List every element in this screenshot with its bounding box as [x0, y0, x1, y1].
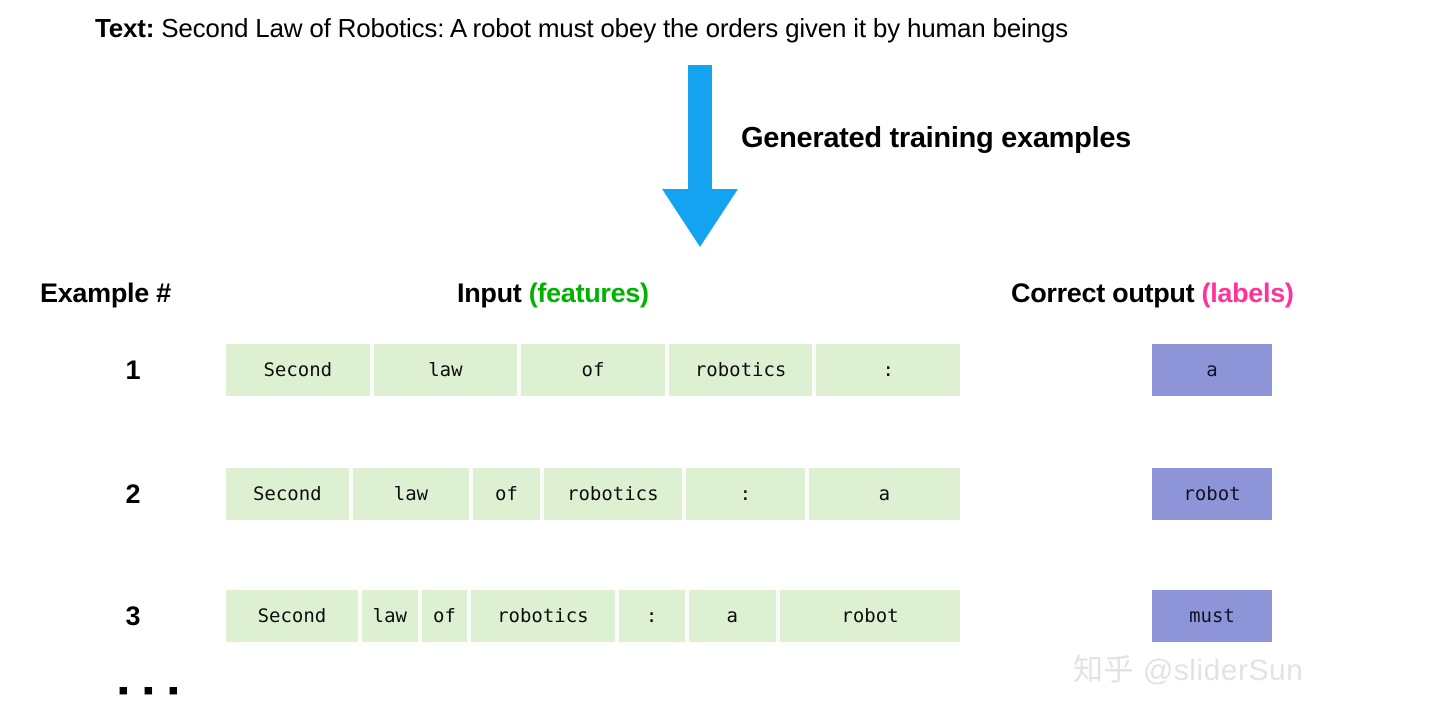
feature-token: a — [688, 590, 777, 642]
feature-token: Second — [226, 344, 370, 396]
feature-token: robotics — [668, 344, 813, 396]
header-text-line: Text: Second Law of Robotics: A robot mu… — [95, 10, 1068, 46]
feature-token: law — [373, 344, 518, 396]
feature-token: of — [473, 468, 540, 520]
feature-token: Second — [226, 468, 349, 520]
row-index: 3 — [125, 601, 141, 631]
column-header-output-accent: (labels) — [1201, 278, 1294, 308]
feature-token: robot — [780, 590, 960, 642]
feature-token: law — [352, 468, 470, 520]
feature-token: robotics — [543, 468, 683, 520]
column-header-input-main: Input — [457, 278, 529, 308]
feature-token: of — [421, 590, 468, 642]
arrow-caption: Generated training examples — [741, 122, 1131, 154]
column-header-input: Input (features) — [457, 278, 649, 309]
feature-token: : — [816, 344, 960, 396]
feature-token: law — [361, 590, 418, 642]
header-label: Text: — [95, 13, 155, 43]
column-header-output: Correct output (labels) — [1011, 278, 1294, 309]
watermark: 知乎 @sliderSun — [1073, 654, 1304, 687]
feature-token: of — [521, 344, 665, 396]
label-cell: robot — [1152, 468, 1272, 520]
feature-token: : — [686, 468, 805, 520]
label-cell: must — [1152, 590, 1272, 642]
arrow-down-icon — [662, 65, 738, 247]
column-header-output-main: Correct output — [1011, 278, 1202, 308]
column-header-example: Example # — [40, 278, 171, 308]
feature-token: Second — [226, 590, 358, 642]
feature-token: : — [618, 590, 685, 642]
row-index: 1 — [125, 355, 141, 385]
label-cell: a — [1152, 344, 1272, 396]
feature-token: a — [808, 468, 960, 520]
column-header-input-accent: (features) — [528, 278, 649, 308]
row-index: 2 — [125, 479, 141, 509]
feature-token: robotics — [471, 590, 615, 642]
header-body: Second Law of Robotics: A robot must obe… — [154, 13, 1068, 43]
continuation-ellipsis: ▪ ▪ ▪ — [118, 674, 182, 707]
